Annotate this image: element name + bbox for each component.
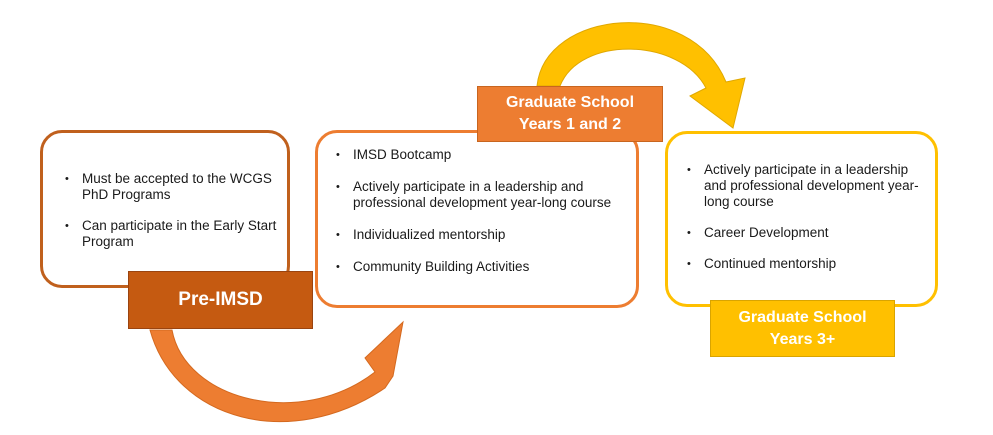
stage-card-pre-imsd: •Must be accepted to the WCGS PhD Progra…: [40, 130, 290, 288]
stage-label-years-3-plus: Graduate School Years 3+: [710, 300, 895, 357]
bullet: •: [65, 173, 69, 185]
list-item: •Can participate in the Early Start Prog…: [65, 218, 277, 249]
bullet: •: [65, 220, 69, 232]
list-item: •Must be accepted to the WCGS PhD Progra…: [65, 171, 272, 202]
list-item: •Actively participate in a leadership an…: [687, 162, 919, 209]
list-item: •Actively participate in a leadership an…: [336, 179, 612, 210]
list-item: •IMSD Bootcamp: [336, 147, 452, 162]
bullet: •: [687, 227, 691, 239]
arrow-pre-imsd-to-years-1-2: [149, 320, 404, 423]
bullet: •: [336, 181, 340, 193]
stage-label-pre-imsd: Pre-IMSD: [128, 271, 313, 329]
bullet: •: [336, 261, 340, 273]
stage-items-years-3-plus: •Actively participate in a leadership an…: [681, 162, 933, 287]
stage-card-years-3-plus: •Actively participate in a leadership an…: [665, 131, 938, 307]
stage-items-pre-imsd: •Must be accepted to the WCGS PhD Progra…: [59, 171, 279, 265]
bullet: •: [687, 164, 691, 176]
list-item: •Continued mentorship: [687, 256, 837, 271]
bullet: •: [336, 149, 340, 161]
bullet: •: [687, 258, 691, 270]
stage-label-years-1-2: Graduate School Years 1 and 2: [477, 86, 663, 142]
stage-card-years-1-2: •IMSD Bootcamp •Actively participate in …: [315, 130, 639, 308]
stage-items-years-1-2: •IMSD Bootcamp •Actively participate in …: [330, 147, 630, 291]
arrow-years-1-2-to-years-3: [536, 22, 746, 129]
list-item: •Individualized mentorship: [336, 227, 506, 242]
bullet: •: [336, 229, 340, 241]
list-item: •Community Building Activities: [336, 259, 530, 274]
list-item: •Career Development: [687, 225, 829, 240]
